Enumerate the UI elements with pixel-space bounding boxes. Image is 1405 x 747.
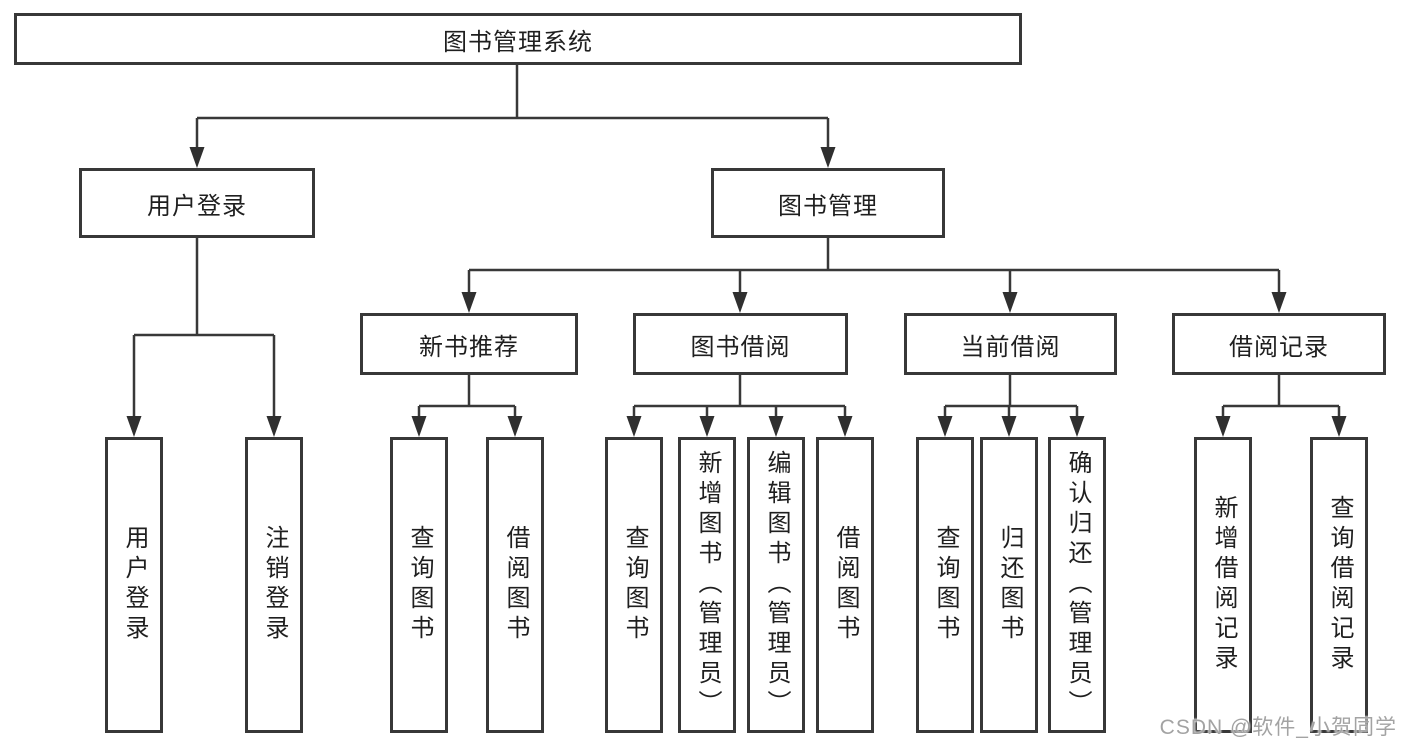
- leaf-query-books-borrow: 查询图书: [605, 437, 663, 733]
- leaf-logout: 注销登录: [245, 437, 303, 733]
- leaf-query-books-recommend-label: 查询图书: [406, 525, 433, 645]
- node-current-borrowing-label: 当前借阅: [960, 333, 1061, 361]
- node-borrowing-records-label: 借阅记录: [1229, 333, 1329, 361]
- leaf-borrow-books-label: 借阅图书: [832, 525, 859, 645]
- leaf-edit-books-admin-label: 编辑图书（管理员）: [763, 450, 790, 720]
- leaf-query-books-current-label: 查询图书: [932, 525, 959, 645]
- node-user-login-label: 用户登录: [147, 192, 247, 220]
- node-borrowing-records: 借阅记录: [1172, 313, 1386, 375]
- leaf-user-login: 用户登录: [105, 437, 163, 733]
- leaf-add-borrow-record: 新增借阅记录: [1194, 437, 1252, 733]
- node-new-book-recommendation-label: 新书推荐: [419, 333, 519, 361]
- arrowhead-icons: [126, 147, 1347, 437]
- leaf-borrow-books: 借阅图书: [816, 437, 874, 733]
- leaf-confirm-return-admin: 确认归还（管理员）: [1048, 437, 1106, 733]
- node-root-label: 图书管理系统: [443, 28, 593, 56]
- node-new-book-recommendation: 新书推荐: [360, 313, 578, 375]
- leaf-query-books-borrow-label: 查询图书: [621, 525, 648, 645]
- leaf-confirm-return-admin-label: 确认归还（管理员）: [1064, 450, 1091, 720]
- watermark: CSDN @软件_小贺同学: [1159, 716, 1397, 739]
- leaf-logout-label: 注销登录: [261, 525, 288, 645]
- node-book-borrowing-label: 图书借阅: [690, 333, 791, 361]
- leaf-edit-books-admin: 编辑图书（管理员）: [747, 437, 805, 733]
- node-root: 图书管理系统: [14, 13, 1022, 65]
- node-book-borrowing: 图书借阅: [633, 313, 848, 375]
- leaf-borrow-books-recommend-label: 借阅图书: [502, 525, 529, 645]
- leaf-query-borrow-record-label: 查询借阅记录: [1326, 495, 1353, 675]
- node-user-login: 用户登录: [79, 168, 315, 238]
- leaf-add-borrow-record-label: 新增借阅记录: [1210, 495, 1237, 675]
- leaf-add-books-admin-label: 新增图书（管理员）: [694, 450, 721, 720]
- leaf-query-books-current: 查询图书: [916, 437, 974, 733]
- leaf-return-books: 归还图书: [980, 437, 1038, 733]
- leaf-query-books-recommend: 查询图书: [390, 437, 448, 733]
- leaf-borrow-books-recommend: 借阅图书: [486, 437, 544, 733]
- leaf-return-books-label: 归还图书: [996, 525, 1023, 645]
- node-current-borrowing: 当前借阅: [904, 313, 1117, 375]
- leaf-user-login-label: 用户登录: [121, 525, 148, 645]
- leaf-add-books-admin: 新增图书（管理员）: [678, 437, 736, 733]
- node-book-management-label: 图书管理: [778, 192, 878, 220]
- leaf-query-borrow-record: 查询借阅记录: [1310, 437, 1368, 733]
- node-book-management: 图书管理: [711, 168, 945, 238]
